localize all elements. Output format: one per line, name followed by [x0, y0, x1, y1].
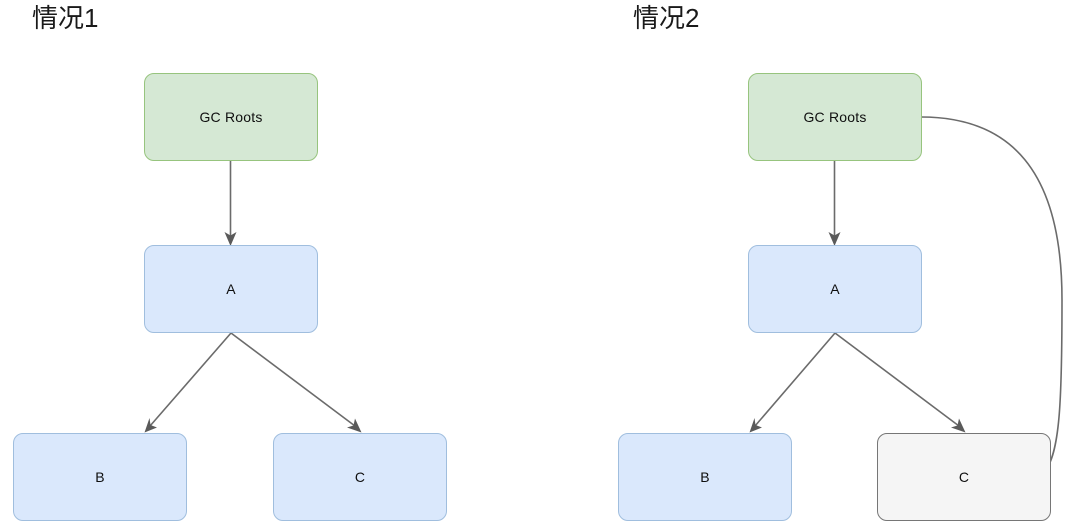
node-label: C: [958, 469, 970, 485]
panel-title-case-2: 情况2: [633, 3, 700, 33]
edge-case2-gcroots-to-a: [828, 161, 841, 246]
node-label: C: [354, 469, 366, 485]
edge-case2-a-to-b: [749, 332, 836, 433]
node-case2-b[interactable]: B: [618, 433, 792, 521]
node-label: B: [700, 469, 710, 485]
edge-case1-a-to-b: [144, 332, 232, 433]
node-case1-c[interactable]: C: [273, 433, 447, 521]
node-case2-gc-roots[interactable]: GC Roots: [748, 73, 922, 161]
node-label: GC Roots: [803, 109, 867, 125]
node-label: GC Roots: [199, 109, 263, 125]
node-case2-a[interactable]: A: [748, 245, 922, 333]
node-case1-a[interactable]: A: [144, 245, 318, 333]
edge-case1-a-to-c: [230, 332, 362, 433]
panel-title-case-1: 情况1: [32, 3, 99, 33]
node-label: A: [226, 281, 236, 297]
node-case1-b[interactable]: B: [13, 433, 187, 521]
node-case1-gc-roots[interactable]: GC Roots: [144, 73, 318, 161]
node-label: A: [830, 281, 840, 297]
node-case2-c[interactable]: C: [877, 433, 1051, 521]
edge-case2-gcroots-to-c-curved: [920, 116, 1063, 483]
node-label: B: [95, 469, 105, 485]
edge-case1-gcroots-to-a: [224, 161, 237, 246]
edge-case2-a-to-c: [834, 332, 966, 433]
